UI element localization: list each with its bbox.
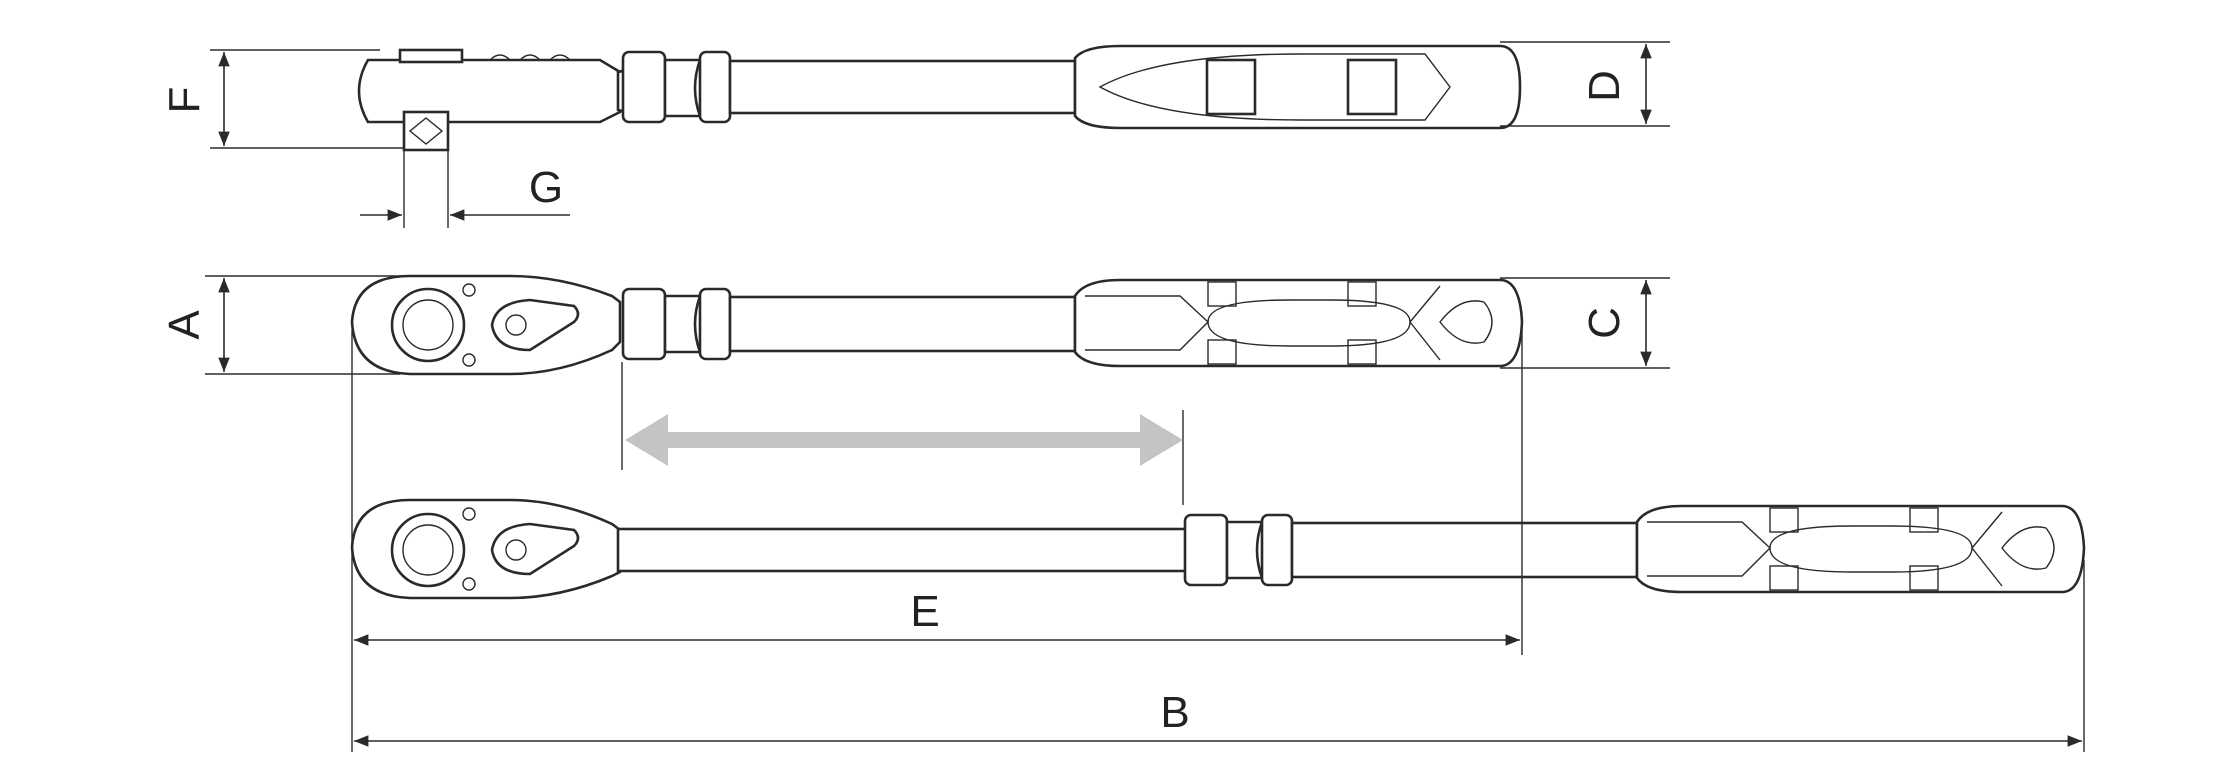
label-c: C — [1580, 307, 1629, 339]
dimension-b: B — [354, 560, 2085, 752]
label-b: B — [1160, 688, 1189, 737]
dimension-e: E — [351, 330, 1523, 752]
dimension-d: D — [1500, 41, 1670, 127]
label-d: D — [1580, 70, 1629, 102]
dimension-c: C — [1500, 277, 1670, 369]
extended-wrench — [350, 498, 2086, 600]
collapsed-wrench — [350, 274, 1524, 376]
label-e: E — [910, 587, 939, 636]
dimension-f: F — [160, 49, 404, 149]
extension-range-arrow — [621, 362, 1184, 505]
label-f: F — [160, 87, 209, 114]
label-a: A — [160, 310, 209, 340]
side-view-wrench — [357, 44, 1522, 152]
label-g: G — [529, 163, 563, 212]
dimension-a: A — [160, 275, 400, 375]
dimension-g: G — [360, 150, 570, 228]
